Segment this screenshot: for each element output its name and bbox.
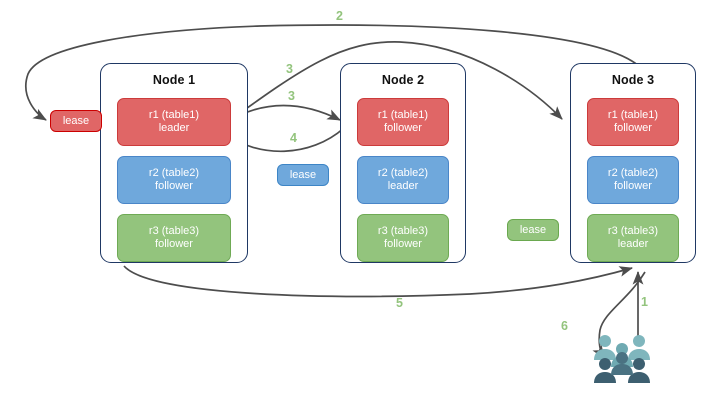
node-title: Node 1 xyxy=(152,73,196,87)
replica-name: r3 (table3) xyxy=(148,224,200,237)
step-label-4: 4 xyxy=(290,131,297,145)
replica-name: r2 (table2) xyxy=(148,166,200,179)
replica-role: follower xyxy=(384,122,422,134)
replica-name: r3 (table3) xyxy=(607,224,659,237)
replica-r1[interactable]: r1 (table1) follower xyxy=(357,98,449,146)
lease-badge-red[interactable]: lease xyxy=(50,110,102,132)
replica-r2[interactable]: r2 (table2) follower xyxy=(117,156,231,204)
replica-r3[interactable]: r3 (table3) leader xyxy=(587,214,679,262)
arrow-step-5 xyxy=(123,265,633,298)
replica-role: follower xyxy=(155,180,193,192)
replica-name: r1 (table1) xyxy=(607,108,659,121)
step-label-2: 2 xyxy=(336,9,343,23)
step-label-3-node3: 3 xyxy=(286,62,293,76)
lease-badge-green[interactable]: lease xyxy=(507,219,559,241)
lease-badge-blue[interactable]: lease xyxy=(277,164,329,186)
replica-r1[interactable]: r1 (table1) leader xyxy=(117,98,231,146)
replica-r1[interactable]: r1 (table1) follower xyxy=(587,98,679,146)
replica-role: leader xyxy=(617,238,649,250)
replica-r3[interactable]: r3 (table3) follower xyxy=(117,214,231,262)
node-card-1[interactable]: Node 1 r1 (table1) leader r2 (table2) fo… xyxy=(100,63,248,263)
step-label-1: 1 xyxy=(641,295,648,309)
arrow-step-3-to-node3 xyxy=(221,41,563,127)
replica-name: r1 (table1) xyxy=(377,108,429,121)
people-group-icon xyxy=(594,335,650,383)
replica-role: leader xyxy=(158,122,190,134)
replica-r2[interactable]: r2 (table2) leader xyxy=(357,156,449,204)
step-label-3-node2: 3 xyxy=(288,89,295,103)
replica-role: follower xyxy=(384,238,422,250)
node-title: Node 2 xyxy=(381,73,425,87)
node-title: Node 3 xyxy=(611,73,655,87)
replica-r3[interactable]: r3 (table3) follower xyxy=(357,214,449,262)
step-label-5: 5 xyxy=(396,296,403,310)
replica-name: r3 (table3) xyxy=(377,224,429,237)
arrow-step-2 xyxy=(25,24,641,121)
replica-role: leader xyxy=(387,180,419,192)
replica-name: r1 (table1) xyxy=(148,108,200,121)
node-card-3[interactable]: Node 3 r1 (table1) follower r2 (table2) … xyxy=(570,63,696,263)
replica-r2[interactable]: r2 (table2) follower xyxy=(587,156,679,204)
replica-role: follower xyxy=(614,122,652,134)
node-card-2[interactable]: Node 2 r1 (table1) follower r2 (table2) … xyxy=(340,63,466,263)
replica-role: follower xyxy=(155,238,193,250)
replica-role: follower xyxy=(614,180,652,192)
replica-name: r2 (table2) xyxy=(607,166,659,179)
step-label-6: 6 xyxy=(561,319,568,333)
replica-name: r2 (table2) xyxy=(377,166,429,179)
